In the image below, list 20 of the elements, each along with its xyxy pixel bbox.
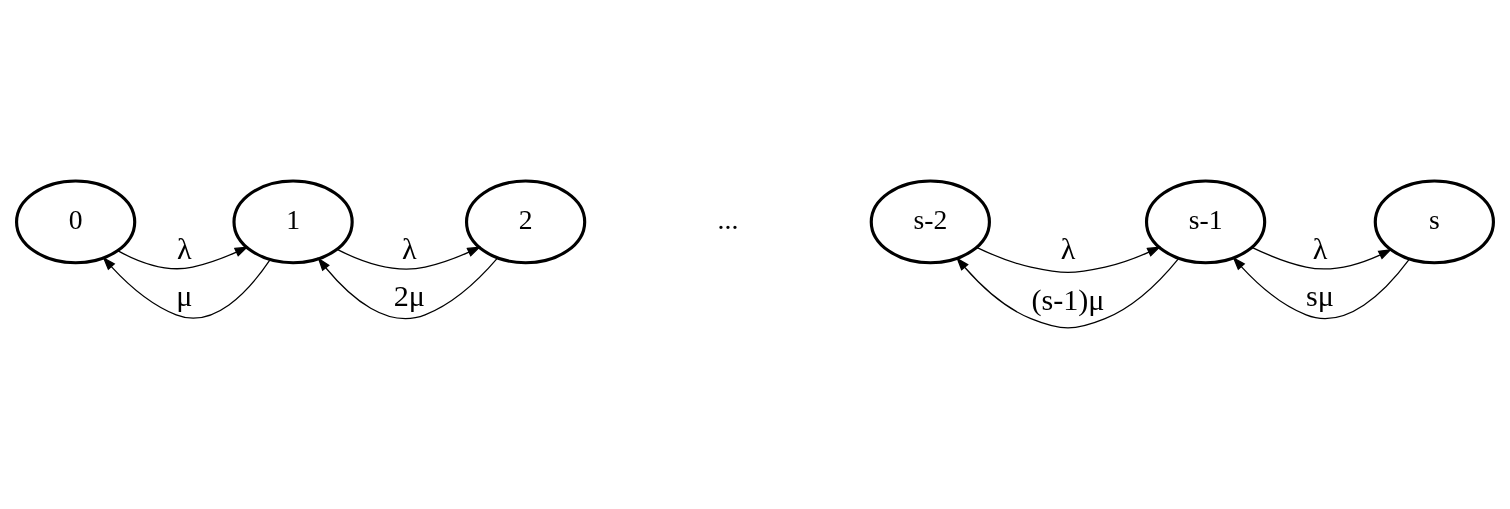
edge-label: λ — [402, 231, 417, 266]
edge-label: λ — [1060, 231, 1076, 266]
arrow — [336, 246, 482, 270]
edge-label: μ — [176, 279, 193, 314]
arrow — [976, 246, 1161, 273]
edge-label: 2μ — [393, 279, 425, 314]
arrow — [102, 256, 271, 319]
edge-label: λ — [177, 231, 192, 266]
edge-label: (s-1)μ — [1031, 283, 1105, 318]
arrow — [1251, 246, 1393, 270]
edge-label: sμ — [1306, 279, 1334, 314]
node-ellipse: s — [1373, 179, 1495, 265]
arrow — [117, 246, 249, 270]
arrow — [956, 257, 1180, 329]
arrow — [1232, 256, 1410, 320]
arrow — [317, 257, 499, 320]
node-ellipse: 0 — [15, 179, 137, 265]
edge-label: λ — [1312, 231, 1328, 266]
label: ... — [717, 203, 739, 235]
node-ellipse: s-2 — [869, 179, 991, 265]
